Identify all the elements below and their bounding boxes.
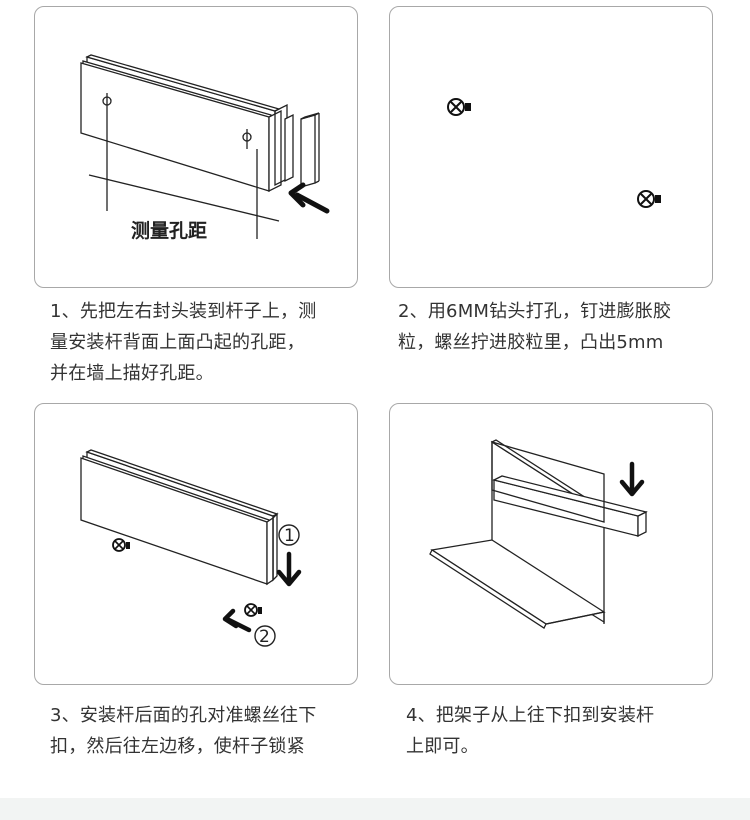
caption-line: 2、用6MM钻头打孔，钉进膨胀胶: [398, 301, 672, 322]
screw-icon: [244, 603, 262, 617]
caption-line: 量安装杆背面上面凸起的孔距，: [50, 332, 305, 353]
step-3-caption: 3、安装杆后面的孔对准螺丝往下 扣，然后往左边移，使杆子锁紧: [50, 700, 380, 762]
caption-line: 1、先把左右封头装到杆子上，测: [50, 301, 317, 322]
caption-line: 并在墙上描好孔距。: [50, 363, 214, 384]
step-3-panel: ① 1 ② 2: [34, 403, 358, 685]
caption-line: 4、把架子从上往下扣到安装杆: [406, 705, 655, 726]
caption-line: 粒，螺丝拧进胶粒里，凸出5mm: [398, 332, 664, 353]
step-2-caption: 2、用6MM钻头打孔，钉进膨胀胶 粒，螺丝拧进胶粒里，凸出5mm: [398, 296, 738, 358]
screw-icon: [447, 98, 471, 116]
arrow-down-icon: [619, 461, 645, 497]
step-4-caption: 4、把架子从上往下扣到安装杆 上即可。: [406, 700, 726, 762]
step-2-panel: [389, 6, 713, 288]
arrow-icon: [288, 182, 330, 214]
step-3-diagram: ① 1 ② 2: [80, 449, 302, 647]
screw-icon: [112, 538, 130, 552]
svg-text:2: 2: [259, 627, 270, 647]
caption-line: 扣，然后往左边移，使杆子锁紧: [50, 736, 305, 757]
arrow-up-left-icon: [222, 608, 252, 633]
svg-text:1: 1: [284, 526, 295, 546]
step-1-diagram: 测量孔距: [80, 54, 330, 242]
step-1-panel: 测量孔距: [34, 6, 358, 288]
step-4-diagram: [429, 439, 648, 629]
step-1-caption: 1、先把左右封头装到杆子上，测 量安装杆背面上面凸起的孔距， 并在墙上描好孔距。: [50, 296, 370, 389]
caption-line: 3、安装杆后面的孔对准螺丝往下: [50, 705, 317, 726]
screw-icon: [637, 190, 661, 208]
step-4-panel: [389, 403, 713, 685]
step-2-diagram: [447, 98, 661, 208]
caption-line: 上即可。: [406, 736, 479, 757]
footer-band: [0, 798, 750, 820]
arrow-down-icon: [276, 551, 302, 587]
measure-hole-distance-label: 测量孔距: [131, 220, 207, 242]
